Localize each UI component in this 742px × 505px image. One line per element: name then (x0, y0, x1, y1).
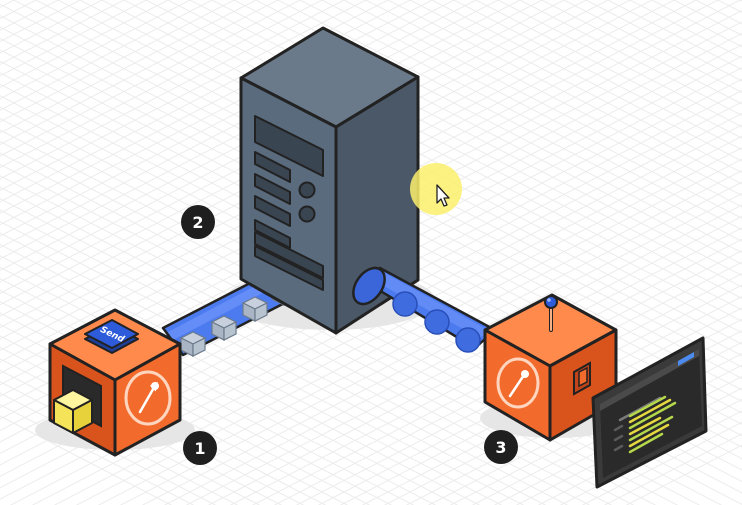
pointer-cursor-icon (436, 184, 450, 207)
data-packet-cube (210, 315, 238, 341)
step-badge-label: 1 (194, 439, 205, 458)
cursor-highlight (410, 163, 462, 215)
server-front-panel (254, 115, 324, 291)
data-packet-cube (241, 296, 269, 322)
response-data-bubbles (392, 291, 481, 353)
client-cube: Send (48, 308, 182, 457)
code-lines (613, 395, 677, 454)
response-screen (591, 336, 708, 489)
cursor (410, 163, 462, 215)
step-badge-2: 2 (181, 205, 215, 239)
server-tower (239, 26, 420, 335)
joystick-icon (544, 295, 558, 332)
response-tube (352, 266, 497, 353)
socket-icon (573, 361, 591, 396)
send-button[interactable]: Send (84, 319, 139, 354)
postman-logo-icon (496, 357, 540, 409)
step-badge-label: 3 (495, 438, 506, 457)
server-led-icon (298, 205, 316, 223)
data-packet-cube (179, 331, 207, 357)
postman-logo-icon (124, 370, 172, 426)
step-badge-label: 2 (192, 213, 203, 232)
step-badge-1: 1 (183, 431, 217, 465)
server-led-icon (298, 181, 316, 199)
result-cube (483, 293, 618, 442)
screen-tab-icon (678, 352, 694, 366)
request-cube-icon (53, 389, 93, 434)
step-badge-3: 3 (484, 430, 518, 464)
